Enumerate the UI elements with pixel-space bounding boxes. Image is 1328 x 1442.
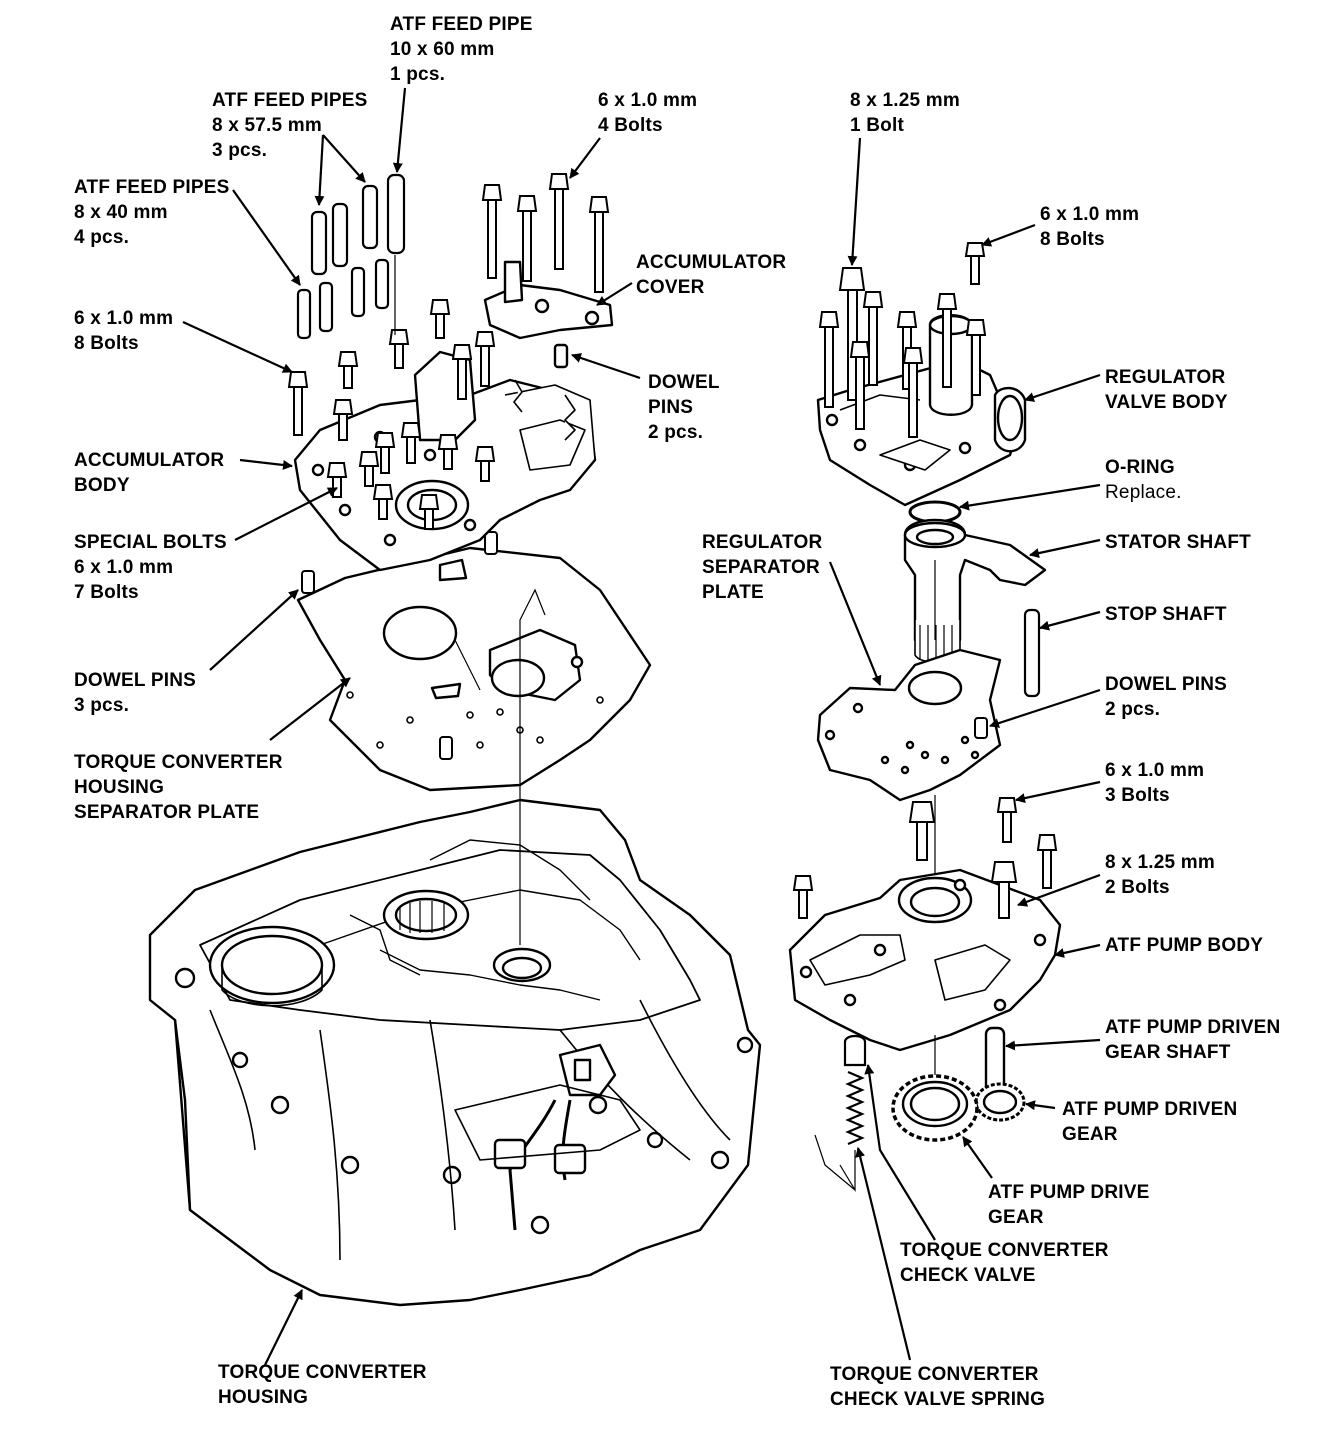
label-regulator-valve-body: REGULATOR VALVE BODY (1105, 367, 1228, 413)
plate-dowel-pins (302, 532, 497, 759)
label-stop-shaft: STOP SHAFT (1105, 604, 1227, 625)
label-atf-feed-pipes-8x57: ATF FEED PIPES 8 x 57.5 mm 3 pcs. (212, 90, 368, 161)
tc-housing-separator-plate (298, 548, 650, 790)
label-regulator-separator-plate: REGULATOR SEPARATOR PLATE (702, 532, 823, 603)
label-atf-feed-pipe-10x60: ATF FEED PIPE 10 x 60 mm 1 pcs. (390, 14, 533, 85)
leader-lines (183, 88, 1100, 1365)
left-bolts (289, 174, 608, 529)
label-dowel-pins-2-top: DOWEL PINS 2 pcs. (648, 372, 720, 443)
regulator-bolts (820, 243, 985, 437)
atf-pump-body (790, 870, 1060, 1050)
label-bolts-6x1-3: 6 x 1.0 mm 3 Bolts (1105, 760, 1205, 806)
check-valve (845, 1036, 865, 1144)
label-dowel-pins-3: DOWEL PINS 3 pcs. (74, 670, 196, 716)
label-stator-shaft: STATOR SHAFT (1105, 532, 1251, 553)
label-dowel-pins-2-right: DOWEL PINS 2 pcs. (1105, 674, 1227, 720)
accumulator-body (295, 352, 595, 570)
label-bolts-6x1-4: 6 x 1.0 mm 4 Bolts (598, 90, 698, 136)
label-accumulator-body: ACCUMULATOR BODY (74, 450, 225, 496)
label-accumulator-cover: ACCUMULATOR COVER (636, 252, 787, 298)
label-tc-housing-separator-plate: TORQUE CONVERTER HOUSING SEPARATOR PLATE (74, 752, 283, 823)
label-atf-pump-driven-gear: ATF PUMP DRIVEN GEAR (1062, 1099, 1238, 1145)
driven-gear (976, 1084, 1024, 1120)
pump-bolts (794, 798, 1056, 918)
label-atf-pump-driven-gear-shaft: ATF PUMP DRIVEN GEAR SHAFT (1105, 1017, 1281, 1063)
alignment-lines (395, 255, 935, 1190)
label-atf-pump-drive-gear: ATF PUMP DRIVE GEAR (988, 1182, 1150, 1228)
torque-converter-housing (150, 800, 760, 1305)
label-bolt-8x125-1: 8 x 1.25 mm 1 Bolt (850, 90, 960, 136)
atf-feed-pipes (298, 175, 404, 338)
regulator-separator-plate (818, 650, 1000, 800)
label-tc-housing: TORQUE CONVERTER HOUSING (218, 1362, 427, 1408)
label-atf-pump-body: ATF PUMP BODY (1105, 935, 1264, 956)
label-bolts-6x1-8-right: 6 x 1.0 mm 8 Bolts (1040, 204, 1140, 250)
regulator-plate-dowels (975, 718, 987, 738)
label-bolts-6x1-8-left: 6 x 1.0 mm 8 Bolts (74, 308, 174, 354)
accumulator-cover (485, 262, 612, 367)
drive-gear (893, 1076, 977, 1140)
label-special-bolts: SPECIAL BOLTS 6 x 1.0 mm 7 Bolts (74, 532, 227, 603)
label-o-ring: O-RING Replace. (1105, 457, 1182, 503)
stator-shaft (905, 502, 1045, 663)
label-tc-check-valve: TORQUE CONVERTER CHECK VALVE (900, 1240, 1109, 1286)
label-bolts-8x125-2: 8 x 1.25 mm 2 Bolts (1105, 852, 1215, 898)
stop-shaft (1025, 610, 1039, 696)
label-atf-feed-pipes-8x40: ATF FEED PIPES 8 x 40 mm 4 pcs. (74, 177, 230, 248)
label-tc-check-valve-spring: TORQUE CONVERTER CHECK VALVE SPRING (830, 1364, 1046, 1410)
pump-gears (893, 1028, 1024, 1140)
